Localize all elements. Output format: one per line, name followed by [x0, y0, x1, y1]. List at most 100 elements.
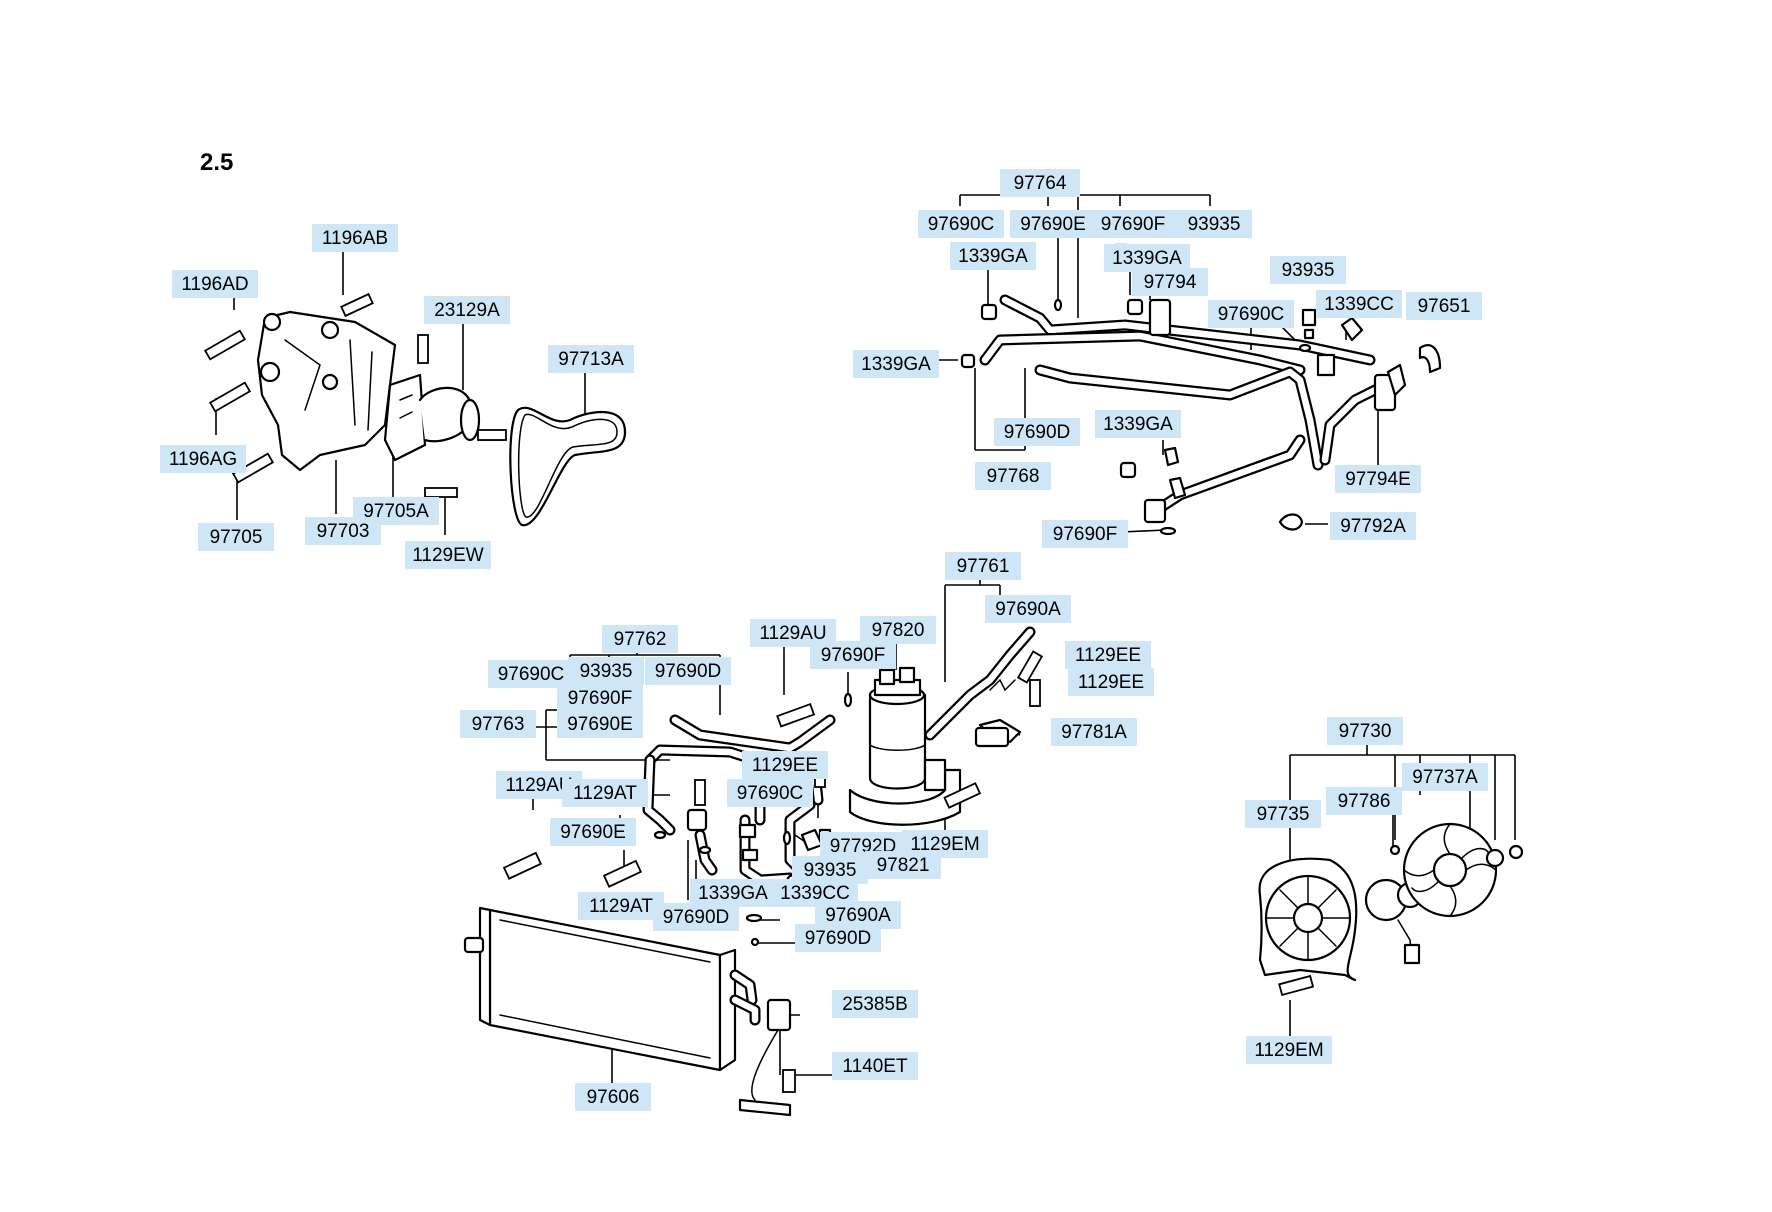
part-number: 93935 [1282, 260, 1335, 281]
part-number: 1339CC [1324, 294, 1394, 315]
part-label-box [1104, 244, 1190, 272]
part-label: 97821 [865, 851, 941, 879]
part-label: 93935 [1270, 256, 1346, 284]
part-number: 97690C [737, 783, 804, 804]
part-number: 97690F [568, 688, 632, 709]
part-number: 97690A [995, 599, 1061, 620]
part-number: 97762 [614, 629, 667, 650]
part-number: 1129EW [412, 545, 484, 566]
part-number: 1129AT [573, 783, 637, 804]
part-label: 1339GA [853, 350, 939, 378]
part-number: 97690D [663, 907, 730, 928]
part-label: 97703 [305, 517, 381, 545]
part-number: 1129AT [589, 896, 653, 917]
drier-bracket-97821 [848, 758, 962, 826]
part-label: 97737A [1402, 763, 1488, 791]
part-number: 97761 [957, 556, 1010, 577]
part-label-box [1176, 210, 1252, 238]
part-label: 1129EE [1068, 668, 1154, 696]
part-label: 1129AT [578, 892, 664, 920]
part-label-box [1327, 717, 1403, 745]
part-label: 97730 [1327, 717, 1403, 745]
part-label-box [853, 350, 939, 378]
part-label-box [994, 418, 1080, 446]
fan-97737A [1402, 822, 1498, 918]
part-number: 1129EE [1075, 645, 1141, 666]
part-label: 97820 [860, 616, 936, 644]
part-number: 97768 [987, 466, 1040, 487]
part-label: 1129AT [562, 779, 648, 807]
part-number: 97821 [877, 855, 930, 876]
part-label-box [918, 210, 1004, 238]
receiver-drier-97820 [868, 666, 927, 790]
part-label: 23129A [424, 296, 510, 324]
part-number: 1129AU [759, 623, 826, 644]
part-label: 1339GA [1104, 244, 1190, 272]
part-number: 97820 [872, 620, 925, 641]
part-label-box [1132, 268, 1208, 296]
part-label-box [1208, 300, 1294, 328]
bolts-compressor [203, 292, 507, 498]
part-number: 97764 [1014, 173, 1067, 194]
part-label: 97690E [550, 818, 636, 846]
part-number: 1129EM [1254, 1040, 1323, 1061]
part-label-box [557, 684, 643, 712]
part-label: 1339GA [690, 879, 776, 907]
part-label: 97761 [945, 552, 1021, 580]
part-label: 1129EE [742, 751, 828, 779]
part-label-box [653, 903, 739, 931]
part-label: 1339CC [1316, 290, 1402, 318]
part-label: 93935 [568, 657, 644, 685]
part-number: 1129EM [910, 834, 979, 855]
part-label-box [568, 657, 644, 685]
part-label: 97690C [1208, 300, 1294, 328]
part-label-box [1042, 520, 1128, 548]
part-label-box [832, 1052, 918, 1080]
part-label: 97786 [1326, 787, 1402, 815]
part-label-box [865, 851, 941, 879]
part-label: 1196AB [312, 224, 398, 252]
part-label: 25385B [832, 990, 918, 1018]
part-label-box [1402, 763, 1488, 791]
part-label-box [810, 641, 896, 669]
part-label: 97792A [1330, 512, 1416, 540]
part-number: 97763 [472, 714, 525, 735]
part-labels: 1196AB1196AD23129A97713A1196AG97705A9770… [160, 169, 1488, 1111]
part-label: 93935 [1176, 210, 1252, 238]
part-label: 97794 [1132, 268, 1208, 296]
part-number: 97737A [1412, 767, 1478, 788]
part-number: 97794 [1144, 272, 1197, 293]
part-label-box [985, 595, 1071, 623]
part-number: 93935 [1188, 214, 1241, 235]
part-label-box [575, 1083, 651, 1111]
part-label: 97690D [653, 903, 739, 931]
part-number: 1196AG [169, 449, 237, 470]
part-number: 97690F [1053, 524, 1117, 545]
liquid-hose-97761 [924, 626, 1036, 744]
part-label: 97690C [727, 779, 813, 807]
part-label-box [1245, 800, 1321, 828]
part-label-box [1095, 410, 1181, 438]
part-label: 1339GA [950, 242, 1036, 270]
part-number: 97690C [928, 214, 995, 235]
drive-belt-97713A [509, 406, 627, 527]
part-label: 97690D [645, 657, 731, 685]
part-number: 97786 [1338, 791, 1391, 812]
part-label: 1129EE [1065, 641, 1151, 669]
part-number: 97690D [655, 661, 722, 682]
part-label-box [645, 657, 731, 685]
part-label-box [945, 552, 1021, 580]
part-number: 1140ET [842, 1056, 908, 1077]
part-label-box [548, 345, 634, 373]
part-number: 1339GA [698, 883, 768, 904]
part-number: 1339GA [958, 246, 1028, 267]
part-label: 97690C [488, 660, 574, 688]
part-number: 1339GA [861, 354, 931, 375]
part-label-box [1090, 210, 1176, 238]
condenser-97606 [463, 906, 761, 1072]
part-label-box [312, 224, 398, 252]
part-label: 1339GA [1095, 410, 1181, 438]
part-label-box [975, 462, 1051, 490]
part-label: 97606 [575, 1083, 651, 1111]
part-label-box [557, 710, 643, 738]
